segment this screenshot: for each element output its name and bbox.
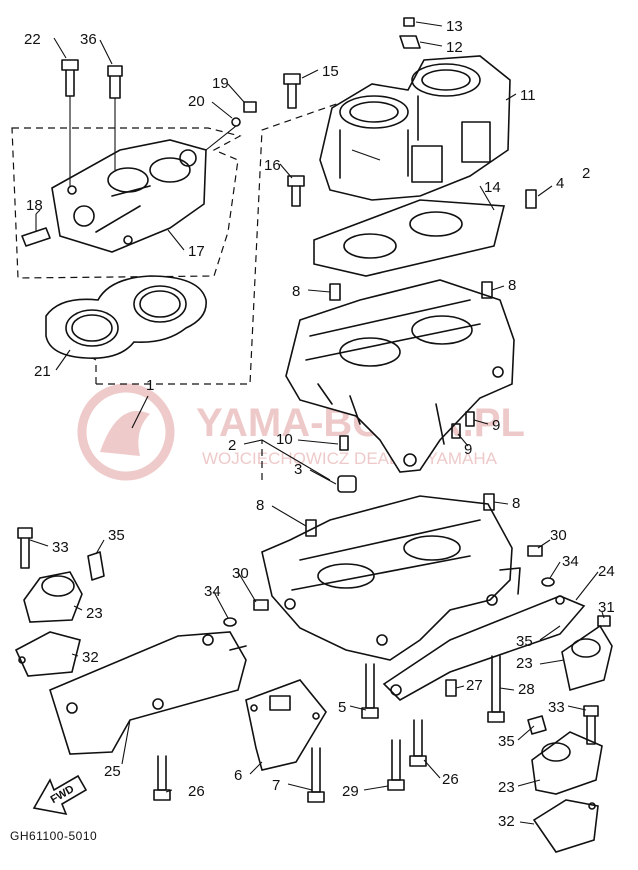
callout-21: 21 — [34, 363, 51, 380]
cylinder-gasket — [313, 199, 506, 277]
callout-33-right: 33 — [548, 699, 565, 716]
bolt-33-right — [583, 705, 599, 745]
callout-25: 25 — [104, 763, 121, 780]
callout-23-left: 23 — [86, 605, 103, 622]
callout-19: 19 — [212, 75, 229, 92]
plug-18 — [21, 214, 51, 247]
lower-crankcase — [261, 495, 521, 661]
callout-34-right: 34 — [562, 553, 579, 570]
shim-35-left — [87, 551, 105, 581]
callout-31: 31 — [598, 599, 615, 616]
callout-15: 15 — [322, 63, 339, 80]
bolt-31 — [597, 615, 611, 627]
mount-right-base — [532, 799, 599, 853]
mount-left-base — [14, 631, 81, 677]
bolt-16 — [287, 175, 305, 207]
callout-4: 4 — [556, 175, 564, 192]
bolt-26-left — [153, 755, 171, 801]
callout-35-right-upper: 35 — [516, 633, 533, 650]
upper-crankcase — [285, 279, 515, 473]
callout-24: 24 — [598, 563, 615, 580]
callout-3: 3 — [294, 461, 302, 478]
callout-30-left: 30 — [232, 565, 249, 582]
head-gasket — [45, 275, 207, 359]
bolt-27 — [445, 679, 457, 697]
callout-26-left: 26 — [188, 783, 205, 800]
bolt-7 — [307, 747, 325, 803]
callout-35-right-lower: 35 — [498, 733, 515, 750]
washer-34-right — [541, 577, 555, 587]
callout-8-lower-left: 8 — [256, 497, 264, 514]
bolt-30-right — [527, 545, 543, 557]
bolt-28 — [487, 655, 505, 723]
cylinder-head-cover — [51, 139, 207, 253]
mount-bracket — [245, 679, 327, 771]
callout-27: 27 — [466, 677, 483, 694]
callout-8-upper-left: 8 — [292, 283, 300, 300]
bolt-26-center — [409, 719, 427, 767]
forward-arrow-icon: FWD — [32, 774, 88, 816]
callout-30-right: 30 — [550, 527, 567, 544]
engine-bed-left — [49, 631, 247, 755]
callout-29: 29 — [342, 783, 359, 800]
callout-9-right: 9 — [492, 417, 500, 434]
mount-left-upper — [23, 571, 83, 623]
engine-bed-right — [382, 594, 586, 701]
bolt-15 — [283, 73, 301, 109]
callout-23-right-lower: 23 — [498, 779, 515, 796]
callout-14: 14 — [484, 179, 501, 196]
bushing-3 — [337, 475, 357, 493]
callout-1: 1 — [146, 377, 154, 394]
stud-4 — [525, 189, 537, 209]
callout-5: 5 — [338, 699, 346, 716]
washer-34-left — [223, 617, 237, 627]
mount-right-upper — [561, 624, 613, 692]
callout-32-right: 32 — [498, 813, 515, 830]
bolt-29 — [387, 739, 405, 791]
callout-2-top: 2 — [582, 165, 590, 182]
callout-33-left: 33 — [52, 539, 69, 556]
callout-11: 11 — [520, 87, 536, 104]
callout-12: 12 — [446, 39, 463, 56]
callout-26-center: 26 — [442, 771, 459, 788]
callout-13: 13 — [446, 18, 463, 35]
callout-2-middle: 2 — [228, 437, 236, 454]
callout-16: 16 — [264, 157, 281, 174]
callout-20: 20 — [188, 93, 205, 110]
bolt-36 — [107, 65, 123, 170]
callout-10: 10 — [276, 431, 293, 448]
bolt-5 — [361, 663, 379, 719]
bolt-13-12 — [399, 17, 421, 49]
watermark-sub-text: WOJCIECHOWICZ DEALER YAMAHA — [202, 449, 498, 468]
callout-8-lower-right: 8 — [512, 495, 520, 512]
callout-9-center: 9 — [464, 441, 472, 458]
watermark-logo-icon — [77, 383, 175, 481]
mount-right-lower — [531, 731, 603, 795]
callout-17: 17 — [188, 243, 205, 260]
callout-28: 28 — [518, 681, 535, 698]
bolt-22 — [61, 59, 79, 186]
callout-labels: 22 36 19 20 15 13 12 11 16 14 4 2 18 17 … — [24, 18, 615, 830]
bolt-30-left — [253, 599, 269, 611]
bolt-33-left — [17, 527, 33, 569]
shim-35-right — [527, 715, 547, 735]
callout-36: 36 — [80, 31, 97, 48]
cylinder-block — [319, 55, 511, 201]
callout-22: 22 — [24, 31, 41, 48]
callout-32-left: 32 — [82, 649, 99, 666]
leader-lines — [29, 21, 605, 825]
sensor-19-20 — [205, 101, 257, 151]
diagram-code: GH61100-5010 — [10, 829, 97, 843]
callout-34-left: 34 — [204, 583, 221, 600]
callout-23-right-upper: 23 — [516, 655, 533, 672]
callout-6: 6 — [234, 767, 242, 784]
callout-7: 7 — [272, 777, 280, 794]
callout-18: 18 — [26, 197, 43, 214]
dowel-pins-upper — [329, 281, 493, 451]
callout-8-upper-right: 8 — [508, 277, 516, 294]
callout-35-left: 35 — [108, 527, 125, 544]
